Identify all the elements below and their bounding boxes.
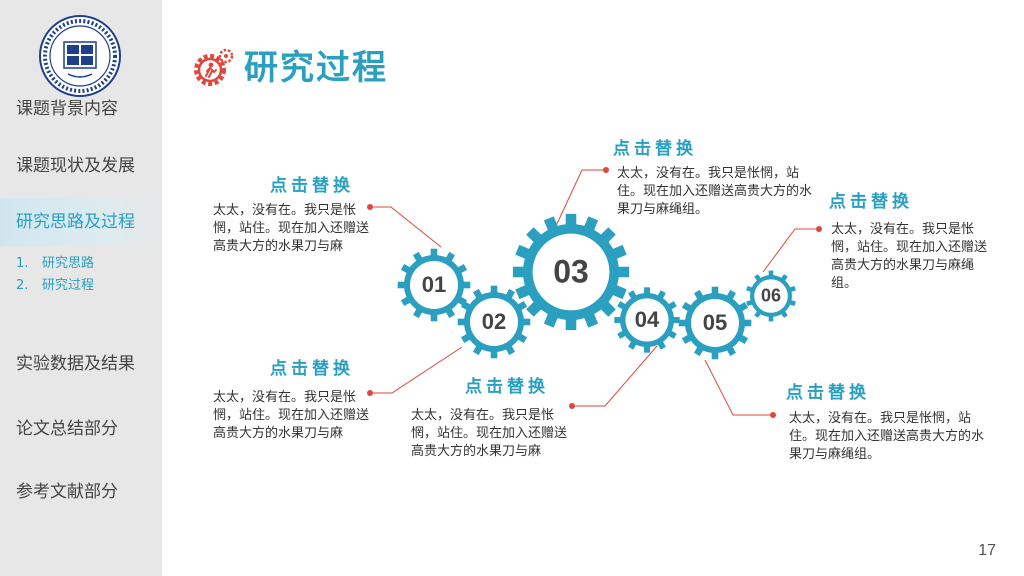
gear-tooth: [490, 285, 498, 296]
gear-label-5: 05: [702, 310, 728, 335]
connector-dot-2: [367, 390, 373, 396]
gear-label-1: 01: [421, 272, 447, 297]
callout-5-title[interactable]: 点击替换: [829, 192, 913, 212]
callout-2-text: 太太，没有在。我只是怅惘，站住。现在加入还赠送高贵大方的水果刀与麻: [213, 390, 370, 441]
gear-tooth: [644, 343, 650, 353]
sidebar-item-references[interactable]: 参考文献部分: [16, 482, 118, 502]
gear-label-3: 03: [553, 253, 589, 290]
gear-label-2: 02: [481, 309, 507, 334]
connector-line-4: [572, 345, 658, 407]
gear-center: [532, 233, 610, 311]
sidebar-active-highlight: [0, 198, 162, 246]
sidebar: [0, 0, 162, 576]
connector-dot-5: [816, 226, 822, 232]
sidebar-subitem-research-idea[interactable]: 1.研究思路: [16, 256, 95, 271]
gear-center: [691, 299, 739, 347]
connector-dot-6: [770, 412, 776, 418]
callout-1-text: 太太，没有在。我只是怅惘，站住。现在加入还赠送高贵大方的水果刀与麻: [213, 203, 370, 254]
gear-center: [754, 279, 788, 313]
gear-tooth: [565, 315, 577, 331]
gear-3: [512, 213, 630, 331]
gear-label-6: 06: [760, 285, 782, 306]
gear-tooth: [711, 349, 719, 360]
connector-line-5: [762, 228, 819, 273]
sidebar-item-research-process[interactable]: 研究思路及过程: [16, 212, 135, 232]
connector-line-3: [554, 169, 606, 229]
gear-4: [614, 287, 680, 353]
callout-1-title[interactable]: 点击替换: [270, 176, 354, 196]
gear-tooth: [430, 248, 438, 259]
callout-6-text: 太太，没有在。我只是怅惘，站住。现在加入还赠送高贵大方的水果刀与麻绳组。: [789, 411, 985, 462]
callout-3-title[interactable]: 点击替换: [613, 139, 697, 159]
page-title: 研究过程: [244, 48, 388, 88]
sidebar-item-summary[interactable]: 论文总结部分: [16, 419, 118, 439]
gear-5: [678, 286, 752, 360]
gear-label-4: 04: [634, 307, 660, 332]
connector-line-2: [370, 346, 463, 394]
connector-dot-4: [569, 403, 575, 409]
gear-1: [397, 248, 471, 322]
gear-tooth: [768, 313, 774, 322]
gear-tooth: [490, 348, 498, 359]
callout-3-text: 太太，没有在。我只是怅惘，站住。现在加入还赠送高贵大方的水果刀与麻绳组。: [617, 166, 813, 217]
gear-tooth: [430, 311, 438, 322]
connector-dot-3: [603, 167, 609, 173]
gear-tooth: [711, 286, 719, 297]
sidebar-item-status[interactable]: 课题现状及发展: [16, 156, 135, 176]
callout-5-text: 太太，没有在。我只是怅惘，站住。现在加入还赠送高贵大方的水果刀与麻绳组。: [831, 222, 988, 291]
sidebar-item-background[interactable]: 课题背景内容: [16, 99, 118, 119]
callout-4-text: 太太，没有在。我只是怅惘，站住。现在加入还赠送高贵大方的水果刀与麻: [411, 408, 568, 459]
gear-tooth: [565, 213, 577, 229]
callout-4-title[interactable]: 点击替换: [465, 377, 549, 397]
gear-center: [625, 298, 669, 342]
gear-person-icon: [194, 48, 234, 86]
gear-center: [470, 298, 518, 346]
connector-dot-1: [367, 204, 373, 210]
callout-2-title[interactable]: 点击替换: [270, 359, 354, 379]
university-logo: [39, 15, 121, 97]
callout-6-title[interactable]: 点击替换: [786, 383, 870, 403]
connector-line-1: [370, 206, 442, 248]
connector-line-6: [704, 359, 773, 416]
gear-6: [746, 270, 796, 322]
sidebar-item-results[interactable]: 实验数据及结果: [16, 354, 135, 374]
gear-tooth: [768, 270, 774, 279]
gear-center: [410, 261, 458, 309]
gear-tooth: [644, 287, 650, 297]
gear-2: [457, 285, 531, 359]
sidebar-subitem-research-process[interactable]: 2.研究过程: [16, 278, 95, 293]
page-number: 17: [978, 542, 996, 559]
